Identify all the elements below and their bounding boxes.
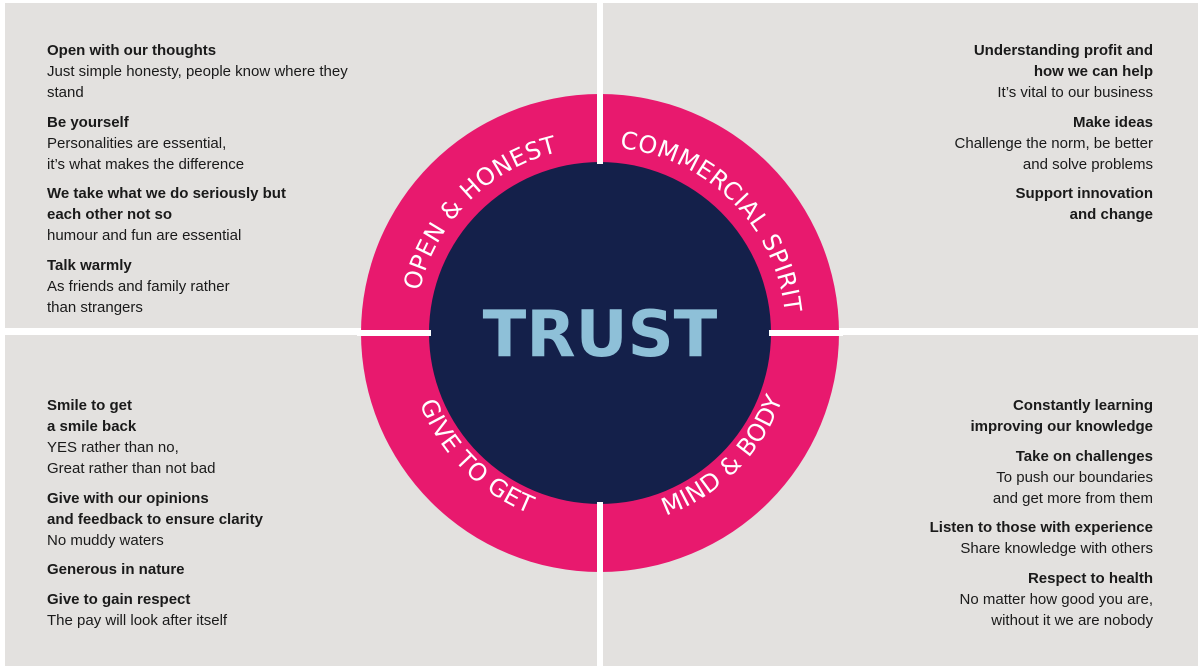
- value-item: Respect to health No matter how good you …: [823, 568, 1153, 631]
- value-item-description: Challenge the norm, be better and solve …: [954, 134, 1153, 173]
- value-item-title: Take on challenges: [1015, 447, 1153, 465]
- value-item-description: The pay will look after itself: [47, 611, 228, 629]
- value-item-description: YES rather than no, Great rather than no…: [47, 439, 216, 477]
- value-item-title: Make ideas: [1072, 113, 1153, 131]
- value-item-title: We take what we do seriously but each ot…: [47, 185, 286, 223]
- trust-center-word: TRUST: [483, 298, 718, 372]
- value-item: Generous in nature: [47, 559, 377, 580]
- value-item-description: No matter how good you are, without it w…: [959, 590, 1153, 629]
- value-item: Support innovation and change: [823, 183, 1153, 225]
- trust-center-circle: [429, 162, 771, 504]
- value-item: Take on challenges To push our boundaries…: [823, 446, 1153, 509]
- value-item-title: Listen to those with experience: [929, 519, 1153, 536]
- value-item: Give with our opinions and feedback to e…: [47, 488, 377, 551]
- value-item-description: Just simple honesty, people know where t…: [47, 63, 348, 101]
- value-item-title: Constantly learning improving our knowle…: [970, 397, 1153, 435]
- value-item-title: Talk warmly: [47, 256, 132, 274]
- value-item-title: Open with our thoughts: [47, 42, 217, 59]
- value-item: Constantly learning improving our knowle…: [823, 395, 1153, 437]
- value-item-title: Understanding profit and how we can help: [973, 42, 1153, 80]
- value-item: Understanding profit and how we can help…: [823, 40, 1153, 103]
- value-item-description: It’s vital to our business: [997, 84, 1153, 101]
- mind-body-values-list: Constantly learning improving our knowle…: [823, 395, 1153, 639]
- value-item-description: humour and fun are essential: [47, 227, 242, 244]
- value-item-title: Give with our opinions and feedback to e…: [47, 489, 263, 528]
- value-item-title: Be yourself: [47, 113, 129, 131]
- value-item-description: No muddy waters: [47, 531, 164, 549]
- value-item-title: Support innovation and change: [1015, 185, 1153, 223]
- value-item-title: Generous in nature: [47, 561, 185, 578]
- value-item-title: Give to gain respect: [47, 590, 191, 608]
- value-item-description: Personalities are essential, it’s what m…: [47, 134, 245, 173]
- value-item: We take what we do seriously but each ot…: [47, 183, 377, 246]
- value-item-description: As friends and family rather than strang…: [47, 277, 230, 316]
- value-item: Talk warmly As friends and family rather …: [47, 255, 377, 318]
- value-item-description: To push our boundaries and get more from…: [992, 468, 1153, 507]
- value-item-description: Share knowledge with others: [960, 540, 1153, 557]
- commercial-spirit-values-list: Understanding profit and how we can help…: [823, 40, 1153, 234]
- value-item-title: Respect to health: [1027, 569, 1153, 587]
- value-item-title: Smile to get a smile back: [47, 397, 137, 435]
